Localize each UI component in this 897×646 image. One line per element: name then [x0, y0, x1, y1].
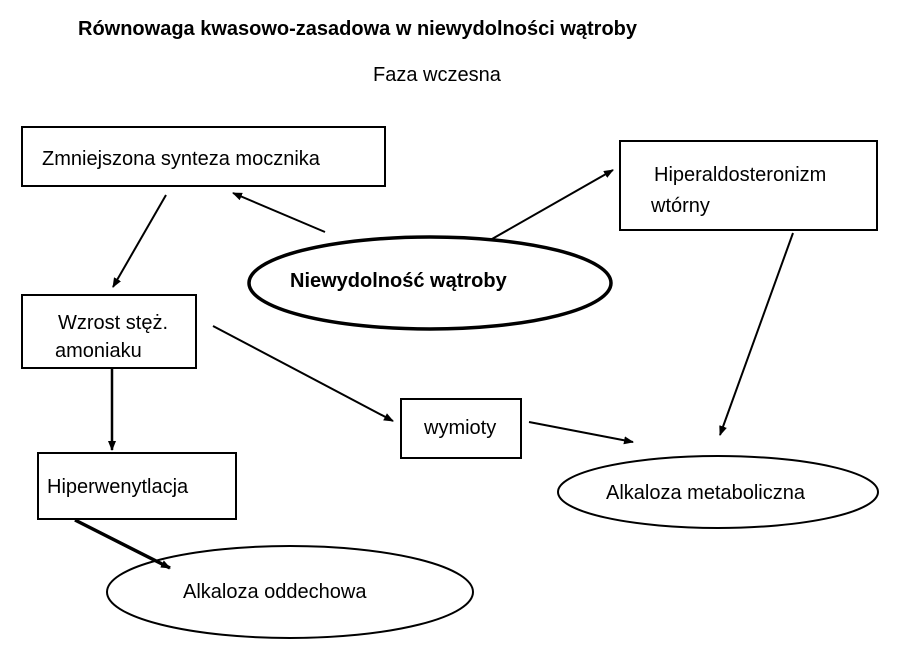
arrow-synteza-to-amoniak [112, 194, 167, 288]
label-wzrost-amoniaku-1: Wzrost stęż. [58, 312, 169, 334]
ellipse-niewydolnosc-watroby [247, 235, 613, 331]
box-synteza-mocznika [21, 126, 386, 187]
ellipse-alkaloza-metaboliczna [557, 455, 879, 529]
box-wzrost-amoniaku [21, 294, 197, 369]
label-wzrost-amoniaku-2: amoniaku [55, 340, 142, 362]
box-wymioty [400, 398, 522, 459]
label-hiperaldosteronizm-1: Hiperaldosteronizm [654, 164, 827, 186]
box-hiperwentylacja [37, 452, 237, 520]
arrow-niewydolnosc-to-synteza [232, 192, 326, 233]
arrow-hiperaldo-to-alkaloza-metab [719, 232, 794, 436]
label-hiperwentylacja: Hiperwenytlacja [47, 476, 189, 498]
label-alkaloza-oddechowa: Alkaloza oddechowa [183, 581, 367, 603]
arrow-hiperwentylacja-to-alkaloza-oddech [74, 518, 171, 570]
diagram-subtitle: Faza wczesna [373, 64, 501, 86]
label-synteza-mocznika: Zmniejszona synteza mocznika [42, 148, 320, 170]
arrow-wymioty-to-alkaloza-metab [528, 421, 634, 445]
box-hiperaldosteronizm [619, 140, 878, 231]
label-alkaloza-metaboliczna: Alkaloza metaboliczna [606, 482, 805, 504]
arrow-niewydolnosc-to-hiperaldo [491, 169, 614, 240]
label-wymioty: wymioty [424, 417, 497, 439]
label-niewydolnosc-watroby: Niewydolność wątroby [290, 270, 507, 292]
label-hiperaldosteronizm-2: wtórny [651, 195, 710, 217]
diagram-title: Równowaga kwasowo-zasadowa w niewydolnoś… [78, 18, 637, 40]
ellipse-alkaloza-oddechowa [106, 545, 474, 639]
arrow-amoniak-to-wymioty [212, 325, 394, 422]
